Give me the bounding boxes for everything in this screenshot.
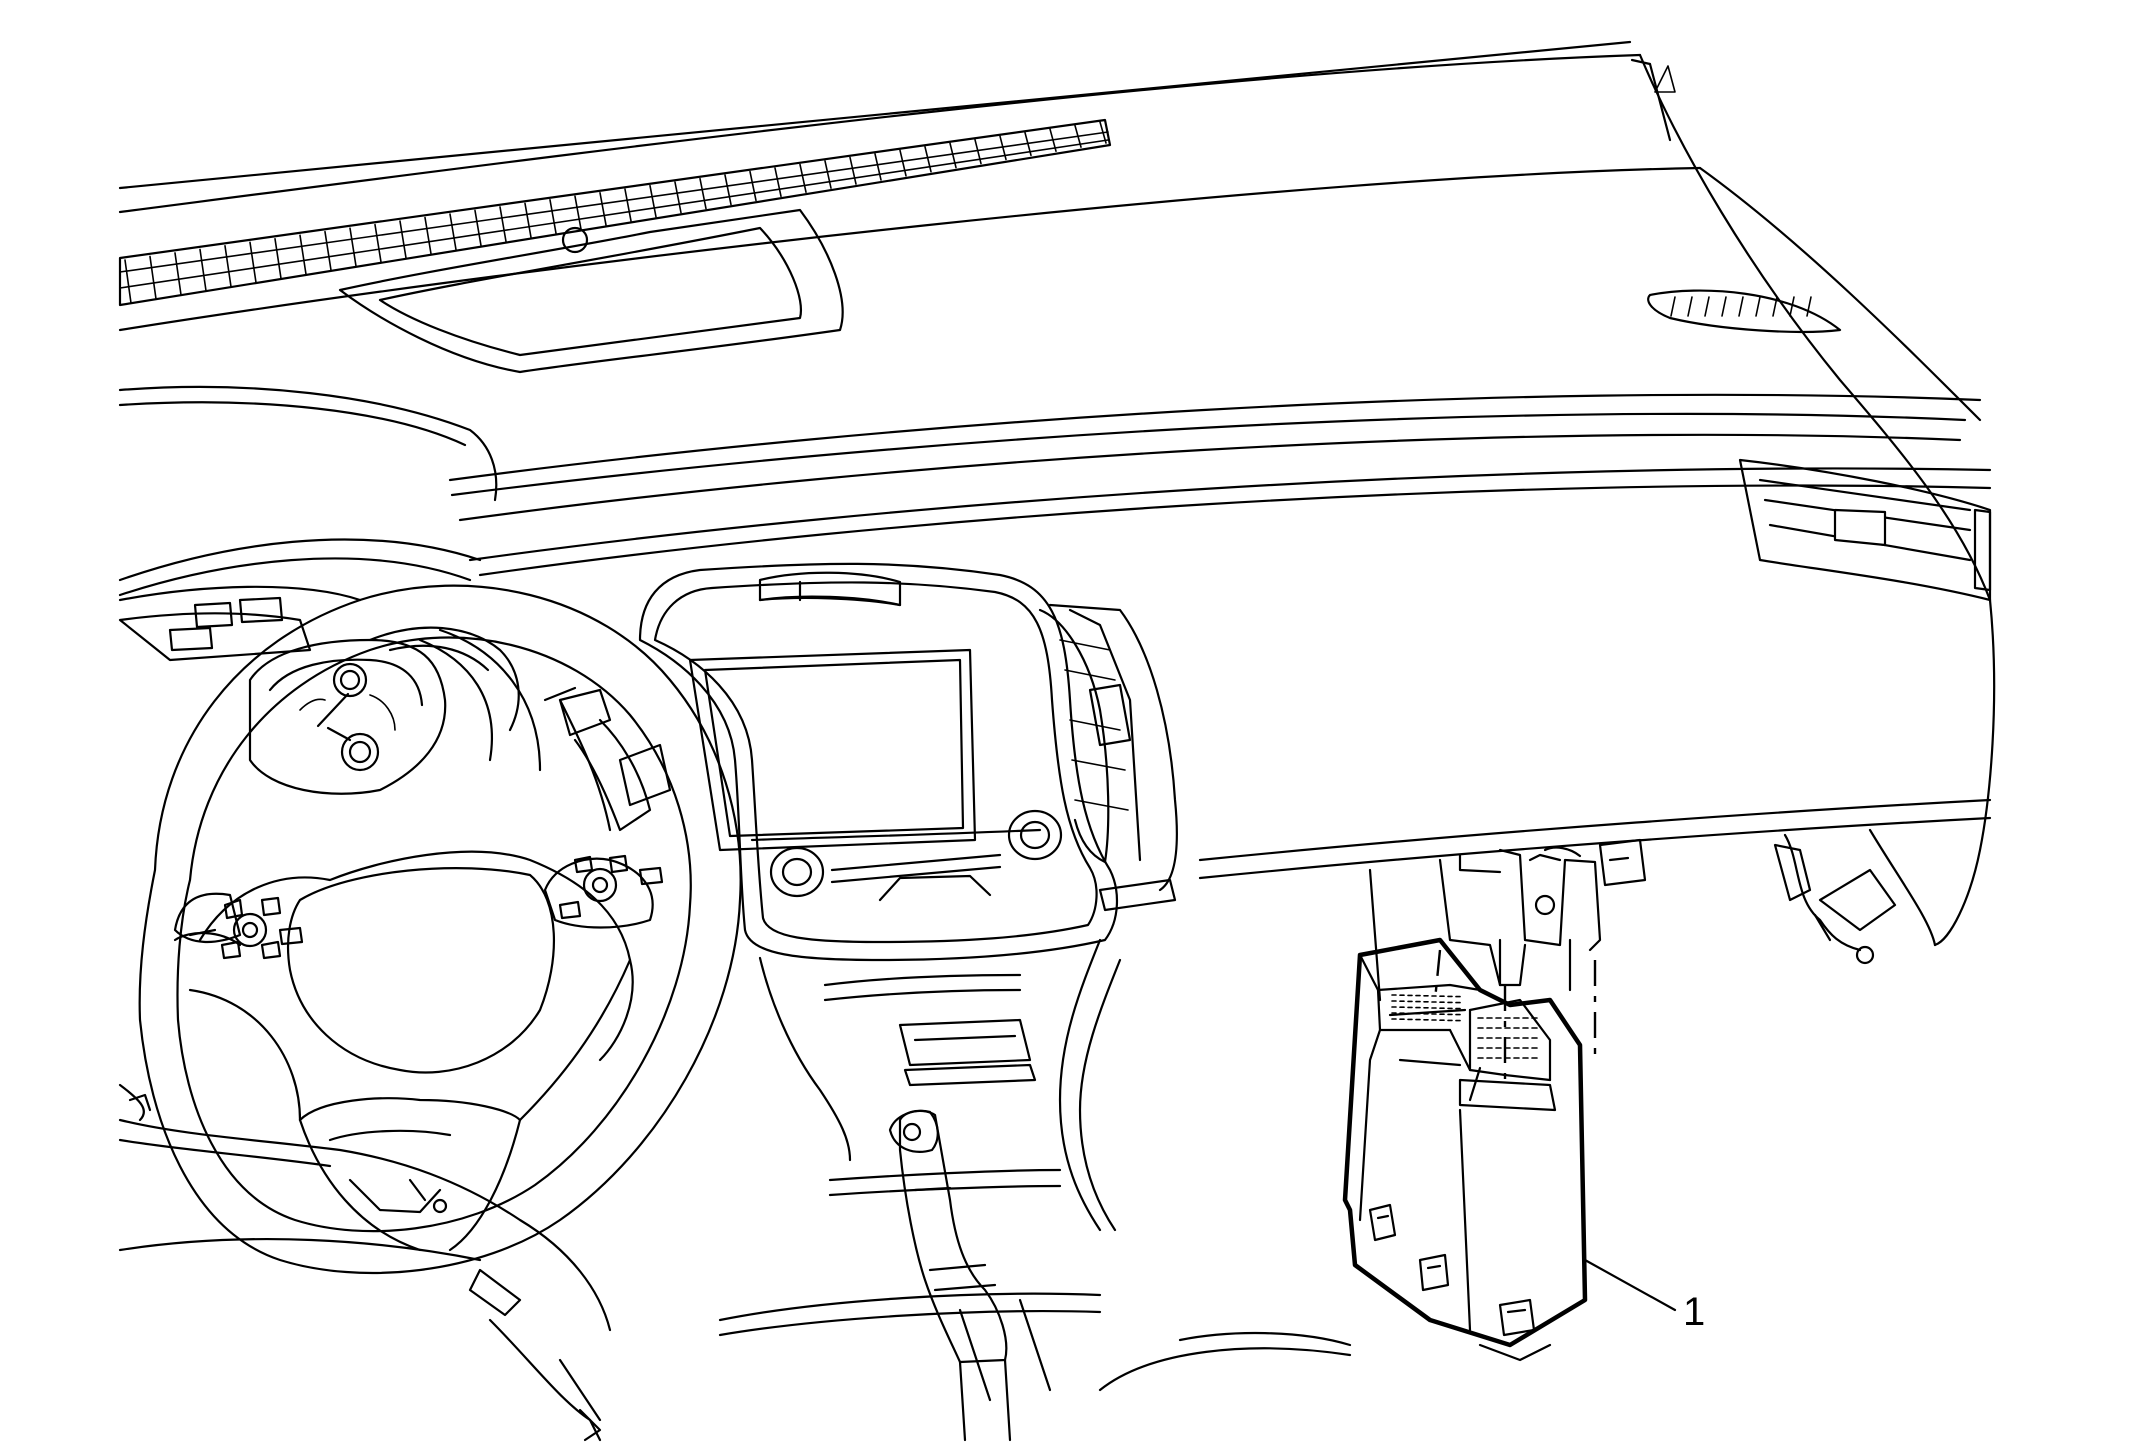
alignment-dashed-lines <box>1433 949 1597 1085</box>
lower-bracket <box>1773 833 1897 965</box>
drawing-stroke <box>374 223 382 263</box>
drawing-stroke <box>174 252 182 296</box>
center-stack <box>638 562 1177 1002</box>
drawing-stroke <box>499 206 507 243</box>
drawing-stroke <box>1024 131 1032 157</box>
steering-wheel-airbag <box>286 867 556 1074</box>
drawing-stroke <box>1704 296 1710 317</box>
drawing-stroke <box>824 160 832 189</box>
drawing-stroke <box>1755 296 1761 317</box>
drawing-stroke <box>774 167 782 198</box>
drawing-stroke <box>899 149 907 177</box>
side-vent-upper <box>1647 289 1842 334</box>
steering-wheel-controls-right <box>543 854 664 929</box>
left-trim <box>118 385 612 1442</box>
mounting-bracket <box>1368 838 1647 1002</box>
gear-shifter <box>888 1109 1012 1442</box>
drawing-stroke <box>1789 296 1795 317</box>
drawing-stroke <box>949 142 957 169</box>
drawing-stroke <box>849 156 857 185</box>
drawing-stroke <box>574 195 582 230</box>
instrument-hood <box>338 208 844 374</box>
drawing-stroke <box>524 202 532 239</box>
drawing-stroke <box>624 188 632 222</box>
drawing-stroke <box>124 259 132 304</box>
drawing-stroke <box>1806 296 1812 317</box>
drawing-stroke <box>1772 296 1778 317</box>
drawing-stroke <box>1670 296 1676 317</box>
drawing-stroke <box>599 191 607 226</box>
drawing-stroke <box>474 209 482 247</box>
drawing-stroke <box>424 216 432 255</box>
drawing-stroke <box>349 227 357 267</box>
defroster-vent <box>118 118 1112 307</box>
drawing-stroke <box>149 255 157 300</box>
electronic-module <box>1342 937 1588 1362</box>
drawing-stroke <box>1721 296 1727 317</box>
drawing-stroke <box>249 241 257 284</box>
drawing-stroke <box>299 234 307 276</box>
drawing-stroke <box>974 138 982 165</box>
drawing-stroke <box>399 220 407 259</box>
drawing-stroke <box>549 199 557 235</box>
drawing-stroke <box>649 184 657 218</box>
steering-wheel-controls-left <box>173 892 304 960</box>
column-switch <box>543 686 672 832</box>
instrument-cluster <box>248 626 542 795</box>
drawing-stroke <box>1738 296 1744 317</box>
drawing-stroke <box>999 135 1007 161</box>
drawing-stroke <box>324 230 332 271</box>
drawing-stroke <box>1687 296 1693 317</box>
drawing-stroke <box>1074 124 1082 148</box>
callout-1: 1 <box>1583 1258 1705 1334</box>
drawing-stroke <box>699 177 707 210</box>
drawing-stroke <box>799 163 807 194</box>
drawing-stroke <box>749 170 757 202</box>
steering-wheel <box>138 584 742 1275</box>
drawing-stroke <box>199 248 207 292</box>
drawing-stroke <box>224 245 232 288</box>
drawing-stroke <box>724 174 732 206</box>
callout-label-1: 1 <box>1683 1290 1705 1334</box>
side-vent-right <box>1738 458 1992 602</box>
drawing-stroke <box>924 145 932 173</box>
drawing-stroke <box>274 237 282 280</box>
drawing-stroke <box>1099 121 1107 144</box>
drawing-stroke <box>1049 128 1057 153</box>
dashboard-bands <box>118 393 1992 597</box>
drawing-stroke <box>449 213 457 251</box>
center-vent-right <box>1038 603 1178 892</box>
console <box>718 938 1352 1402</box>
drawing-stroke <box>874 153 882 181</box>
drawing-stroke <box>674 181 682 214</box>
dashboard-top <box>118 40 1992 602</box>
